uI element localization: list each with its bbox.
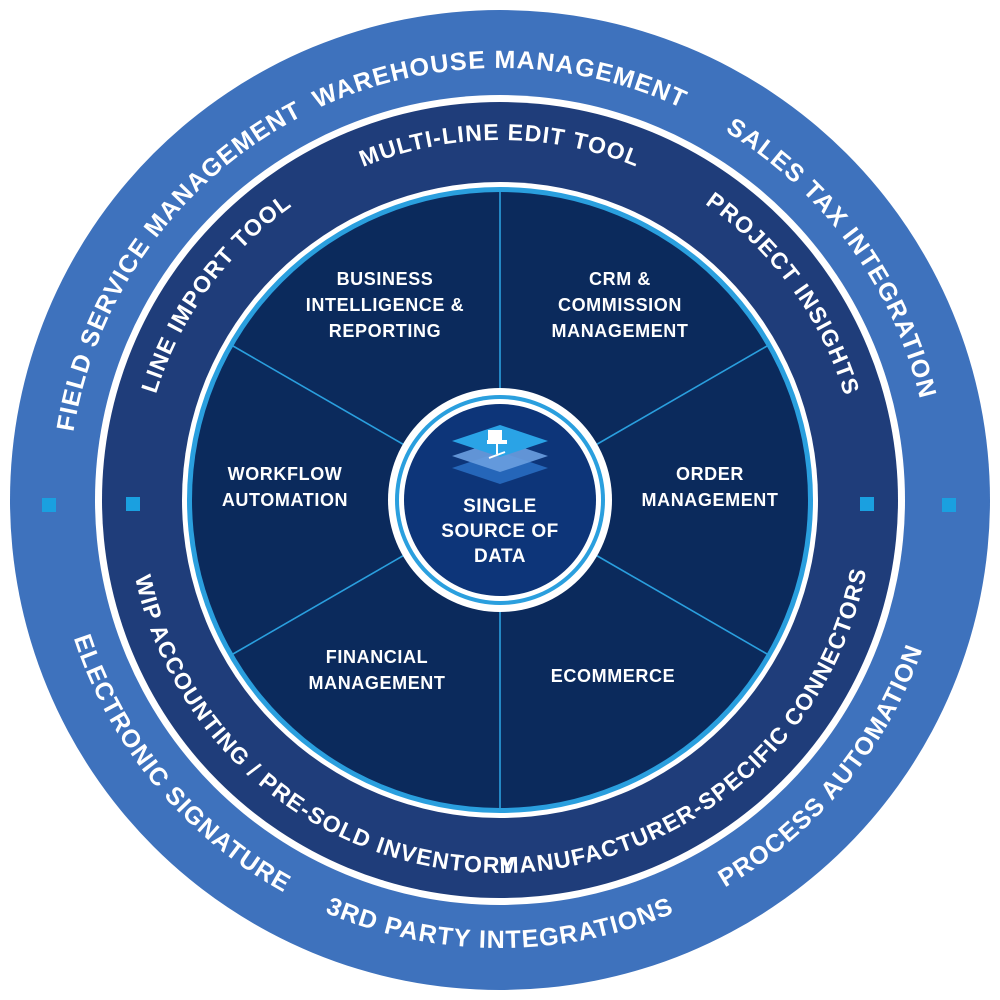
segment-dividers — [232, 192, 768, 808]
divider-line — [232, 345, 414, 451]
ring-marker-square — [126, 497, 140, 511]
stacked-layers-chair-icon — [452, 425, 548, 484]
segment-label: ECOMMERCE — [551, 666, 675, 686]
ring-marker-square — [942, 498, 956, 512]
divider-line — [586, 345, 768, 451]
ring-marker-square — [42, 498, 56, 512]
divider-line — [586, 549, 768, 655]
ring-marker-square — [860, 497, 874, 511]
divider-line — [232, 549, 414, 655]
hub-core — [404, 404, 596, 596]
